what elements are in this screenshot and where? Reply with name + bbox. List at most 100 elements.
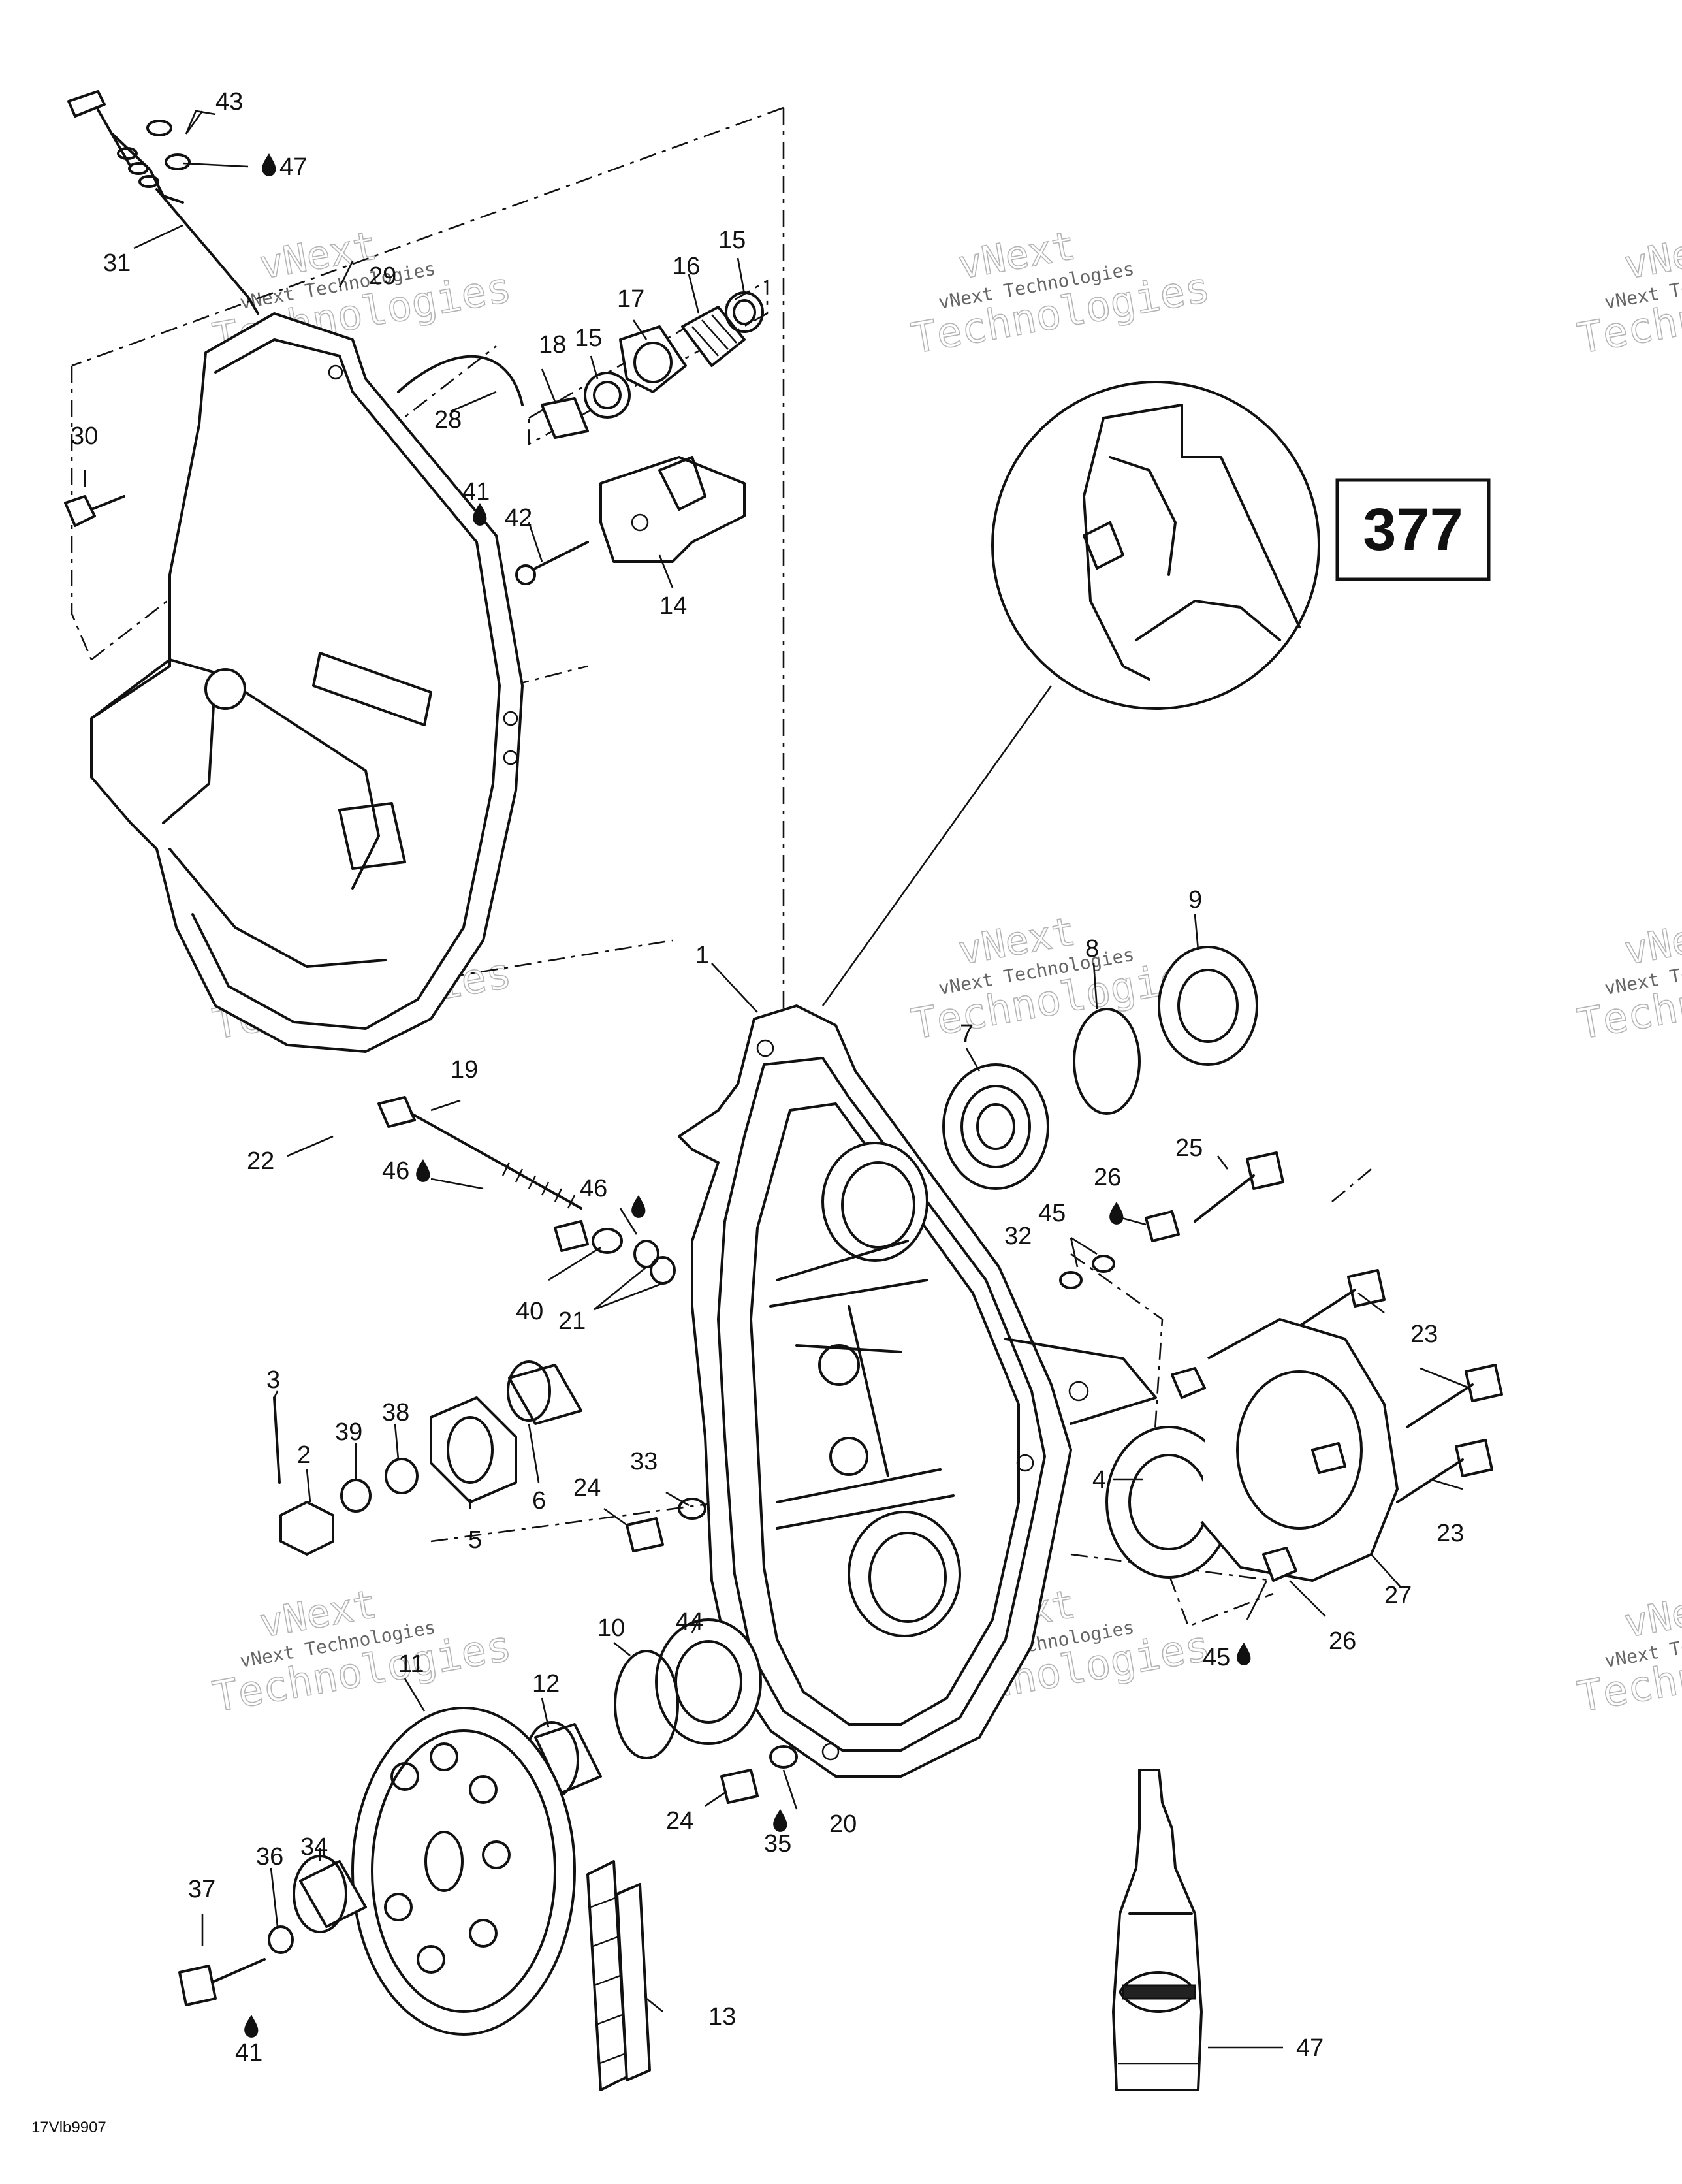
label-24: 24 (666, 1807, 693, 1835)
oil-drop-icon (1237, 1643, 1251, 1665)
bolt-19 (377, 1096, 416, 1128)
label-22: 22 (247, 1148, 274, 1175)
bolt-30 (64, 495, 96, 527)
label-39: 39 (335, 1419, 362, 1446)
seal-9 (1158, 946, 1258, 1066)
oil-drop-icon (631, 1195, 646, 1218)
label-35: 35 (764, 1830, 791, 1857)
circlip-8 (1073, 1008, 1141, 1115)
label-43: 43 (215, 88, 243, 116)
upper-bearing-bore (821, 1142, 928, 1262)
washer-36 (268, 1925, 294, 1954)
drive-chain (586, 1860, 651, 2091)
label-41: 41 (462, 478, 490, 506)
bearing-plate-27 (1200, 1318, 1399, 1582)
watermark-vnext: vNext (1621, 1581, 1682, 1646)
callout-box-number: 377 (1363, 496, 1463, 563)
label-33: 33 (630, 1448, 658, 1475)
watermark-vnext: vNext (1621, 223, 1682, 288)
label-13: 13 (708, 2003, 736, 2031)
label-26: 26 (1329, 1628, 1356, 1655)
sprocket-11 (351, 1707, 576, 2036)
label-9: 9 (1188, 886, 1202, 914)
washer-20 (769, 1745, 798, 1769)
tensioner-group (397, 291, 764, 585)
bearing-7 (942, 1063, 1049, 1190)
label-32: 32 (1004, 1223, 1032, 1250)
label-8: 8 (1085, 935, 1099, 963)
label-19: 19 (451, 1056, 478, 1084)
label-37: 37 (188, 1876, 215, 1903)
chaincase-housing (678, 1004, 1157, 1778)
label-2: 2 (297, 1441, 311, 1469)
part-labels: 1 2 3 4 5 6 7 8 9 10 11 12 13 14 15 15 1… (71, 88, 1464, 2066)
label-1: 1 (695, 942, 709, 969)
label-14: 14 (659, 592, 687, 620)
oil-drop-icon (262, 153, 276, 176)
oil-drop-icons (244, 153, 1251, 2038)
watermark-vnext: vNext (1621, 908, 1682, 974)
label-3: 3 (266, 1366, 280, 1394)
oil-drop-icon (1109, 1202, 1124, 1225)
label-26: 26 (1094, 1164, 1121, 1191)
label-18: 18 (539, 331, 566, 359)
dipstick (67, 90, 259, 315)
washer-38 (385, 1458, 419, 1494)
washer-39 (340, 1479, 372, 1513)
bolt-25 (1246, 1151, 1284, 1190)
label-34: 34 (300, 1833, 328, 1861)
label-15: 15 (575, 325, 602, 352)
shaft-boss (204, 668, 246, 710)
oil-drop-icon (473, 503, 487, 526)
oil-drop-icon (244, 2015, 259, 2038)
callout-box (1335, 478, 1491, 581)
cotter-pin-3 (273, 1396, 281, 1484)
label-45: 45 (1203, 1644, 1230, 1671)
label-27: 27 (1384, 1582, 1412, 1609)
label-31: 31 (103, 249, 131, 277)
gears (268, 1396, 576, 2036)
washer-40 (592, 1228, 623, 1254)
fasteners (64, 495, 1503, 2006)
label-10: 10 (597, 1614, 625, 1642)
nut-26-lower (1262, 1547, 1297, 1582)
label-24: 24 (573, 1474, 601, 1502)
label-46: 46 (382, 1157, 409, 1185)
bearings-and-rings (507, 946, 1399, 1804)
label-40: 40 (516, 1298, 543, 1325)
nut-27 (1311, 1442, 1346, 1474)
label-25: 25 (1175, 1134, 1203, 1162)
label-45: 45 (1038, 1200, 1066, 1227)
label-38: 38 (382, 1399, 409, 1426)
bolt-23-middle (1465, 1364, 1503, 1402)
label-41: 41 (235, 2039, 262, 2066)
label-15: 15 (718, 227, 746, 254)
nut-24-lower (720, 1769, 759, 1804)
o-ring (146, 120, 172, 136)
label-20: 20 (829, 1810, 857, 1838)
diagram-code: 17Vlb9907 (31, 2119, 106, 2136)
sprocket-5 (430, 1396, 517, 1503)
lower-bearing-bore (848, 1511, 961, 1637)
circlip-10 (614, 1650, 679, 1759)
label-44: 44 (676, 1608, 703, 1635)
o-ring-21b (650, 1256, 676, 1285)
label-29: 29 (369, 263, 396, 290)
spacer-6 (508, 1364, 582, 1425)
lubricant-bottle (1112, 1769, 1203, 2091)
label-17: 17 (617, 285, 644, 313)
nut-26-upper (1171, 1367, 1206, 1399)
nut-24-upper (626, 1517, 664, 1552)
label-23: 23 (1436, 1520, 1464, 1547)
bolt-23-upper (1347, 1269, 1386, 1308)
label-23: 23 (1410, 1321, 1438, 1348)
label-47: 47 (279, 153, 307, 181)
leader-lines (84, 110, 1470, 2049)
label-16: 16 (673, 253, 700, 280)
oil-drop-icon (416, 1159, 430, 1182)
castle-nut-2 (279, 1501, 334, 1556)
chaincase-cover (90, 312, 524, 1053)
label-12: 12 (532, 1670, 560, 1697)
label-11: 11 (398, 1650, 424, 1678)
